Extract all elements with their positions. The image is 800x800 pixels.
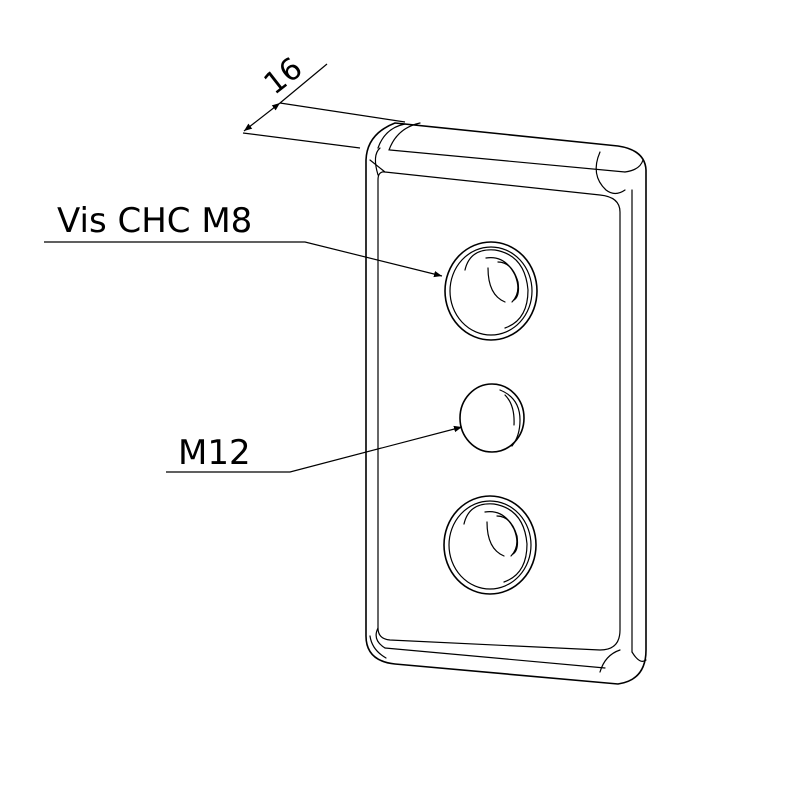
callout-thread: M12 [166, 425, 463, 473]
chamfer-corner-bl [375, 627, 386, 649]
chamfer-corner-br [599, 649, 621, 673]
counterbore-outer [444, 241, 538, 341]
counterbore-hole-upper [444, 241, 538, 341]
callout-screw-label: Vis CHC M8 [57, 201, 252, 241]
bottom-strip-line [384, 647, 606, 669]
threaded-hole-m12 [459, 383, 525, 453]
thread-hole-outer [459, 383, 525, 453]
callout-thread-leader [166, 425, 463, 473]
chamfer-corner-tl [369, 159, 386, 173]
thread-hole-line [504, 394, 515, 426]
chamfer-corner-tl-2 [374, 147, 381, 176]
chamfer-corner-tr [595, 151, 626, 195]
extension-line-upper [279, 102, 406, 123]
thread-hole-inner [499, 389, 521, 447]
counterbore-thread-2 [497, 261, 520, 301]
plate-top-edge [377, 123, 406, 149]
counterbore-thread-1 [484, 511, 518, 557]
callout-thread-label: M12 [178, 433, 251, 473]
callout-screw: Vis CHC M8 [44, 201, 443, 278]
counterbore-thread-2 [496, 515, 519, 555]
chamfer-corner-tr-2 [624, 159, 644, 173]
counterbore-inner-rim [449, 246, 533, 336]
dimension-line [243, 102, 281, 132]
chamfer-corner-br-2 [631, 651, 647, 662]
counterbore-step [463, 503, 528, 583]
plate-front-chamfer [377, 171, 621, 651]
chamfer-corner-bl-2 [369, 635, 387, 659]
plate-outline [365, 122, 647, 685]
dimension-value: 16 [258, 51, 310, 102]
plate [365, 122, 647, 685]
plate-top-inner-edge [388, 122, 421, 151]
extension-line-lower [242, 132, 361, 149]
counterbore-hole-lower [443, 495, 537, 595]
counterbore-bore [486, 521, 505, 557]
counterbore-inner-rim [448, 500, 532, 590]
callout-screw-leader [44, 241, 443, 278]
counterbore-step [464, 249, 529, 329]
counterbore-bore [487, 267, 506, 303]
top-strip-line [389, 149, 626, 173]
dimension-leader [279, 63, 328, 104]
counterbore-outer [443, 495, 537, 595]
counterbore-thread-1 [485, 257, 519, 303]
dimension-16: 16 [242, 51, 406, 149]
